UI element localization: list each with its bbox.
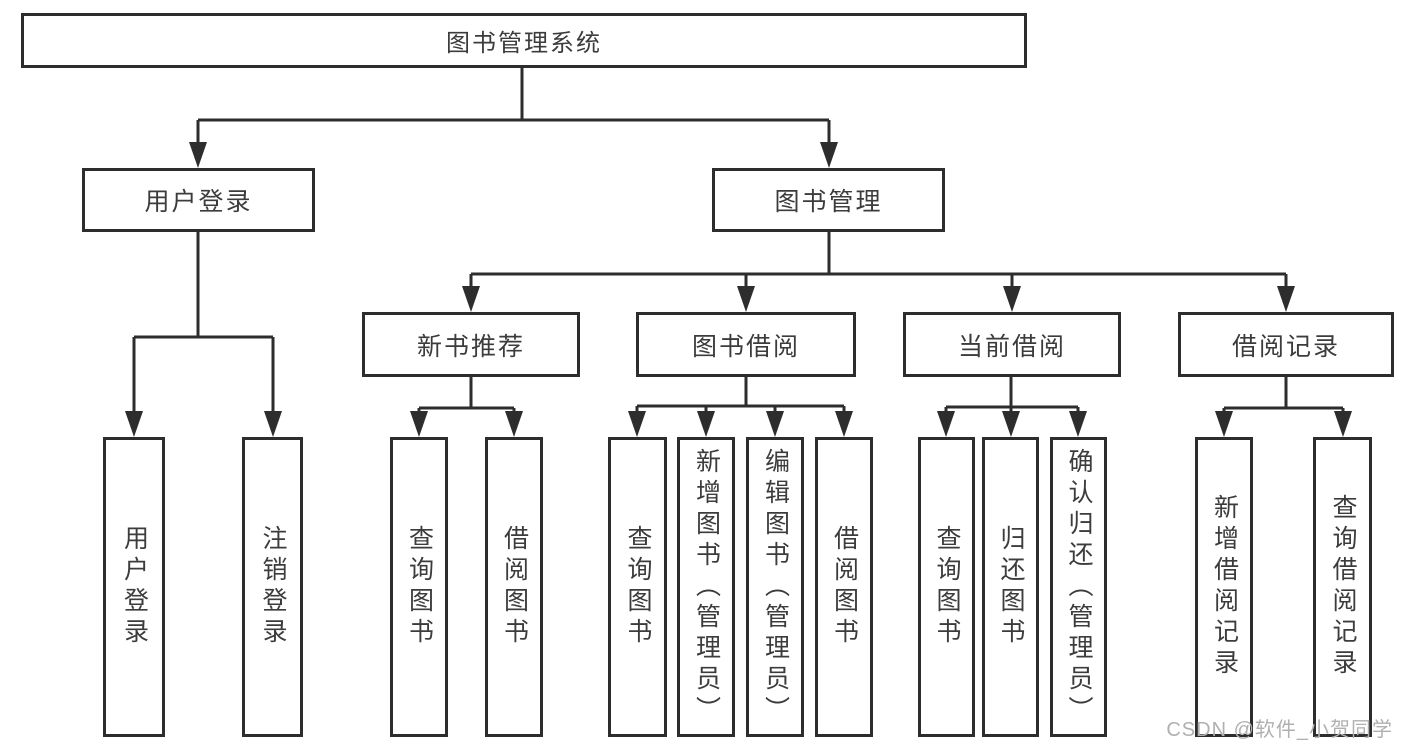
- node-user-login: 用户登录: [82, 168, 315, 232]
- leaf-query-borrow-record: 查询借阅记录: [1313, 437, 1372, 737]
- leaf-add-borrow-record-label: 新增借阅记录: [1210, 494, 1239, 680]
- leaf-confirm-return-admin: 确认归还（管理员）: [1050, 437, 1107, 737]
- leaf-add-book-admin-label: 新增图书（管理员）: [692, 447, 721, 727]
- watermark: CSDN @软件_小贺同学: [1166, 719, 1393, 741]
- leaf-query-book-recommend-label: 查询图书: [405, 525, 434, 649]
- node-book-management-label: 图书管理: [774, 188, 883, 216]
- leaf-query-book-recommend: 查询图书: [390, 437, 448, 737]
- node-user-login-label: 用户登录: [144, 188, 253, 216]
- node-current-borrow: 当前借阅: [903, 312, 1121, 377]
- leaf-return-book: 归还图书: [982, 437, 1039, 737]
- leaf-add-book-admin: 新增图书（管理员）: [677, 437, 735, 737]
- node-book-management: 图书管理: [712, 168, 945, 232]
- node-borrow-records: 借阅记录: [1178, 312, 1394, 377]
- leaf-logout: 注销登录: [242, 437, 303, 737]
- node-borrow-records-label: 借阅记录: [1231, 332, 1340, 361]
- leaf-edit-book-admin-label: 编辑图书（管理员）: [761, 447, 790, 727]
- leaf-confirm-return-admin-label: 确认归还（管理员）: [1065, 447, 1093, 727]
- leaf-query-book-borrow: 查询图书: [608, 437, 667, 737]
- leaf-borrow-book-label: 借阅图书: [830, 525, 859, 649]
- node-book-borrow-label: 图书借阅: [691, 332, 800, 361]
- node-current-borrow-label: 当前借阅: [957, 332, 1066, 361]
- leaf-user-login-label: 用户登录: [120, 525, 149, 649]
- leaf-return-book-label: 归还图书: [997, 525, 1025, 649]
- node-new-book-recommend: 新书推荐: [362, 312, 580, 377]
- leaf-logout-label: 注销登录: [259, 525, 287, 649]
- node-library-system: 图书管理系统: [21, 13, 1027, 68]
- leaf-query-book-borrow-label: 查询图书: [624, 525, 652, 649]
- leaf-query-borrow-record-label: 查询借阅记录: [1329, 494, 1357, 680]
- leaf-query-book-current: 查询图书: [918, 437, 975, 737]
- node-book-borrow: 图书借阅: [636, 312, 856, 377]
- leaf-edit-book-admin: 编辑图书（管理员）: [746, 437, 804, 737]
- node-new-book-recommend-label: 新书推荐: [416, 332, 525, 361]
- leaf-borrow-book-recommend-label: 借阅图书: [500, 525, 529, 649]
- leaf-query-book-current-label: 查询图书: [933, 525, 961, 649]
- leaf-borrow-book: 借阅图书: [815, 437, 873, 737]
- leaf-borrow-book-recommend: 借阅图书: [485, 437, 543, 737]
- leaf-user-login: 用户登录: [103, 437, 165, 737]
- node-library-system-label: 图书管理系统: [446, 30, 602, 57]
- leaf-add-borrow-record: 新增借阅记录: [1195, 437, 1253, 737]
